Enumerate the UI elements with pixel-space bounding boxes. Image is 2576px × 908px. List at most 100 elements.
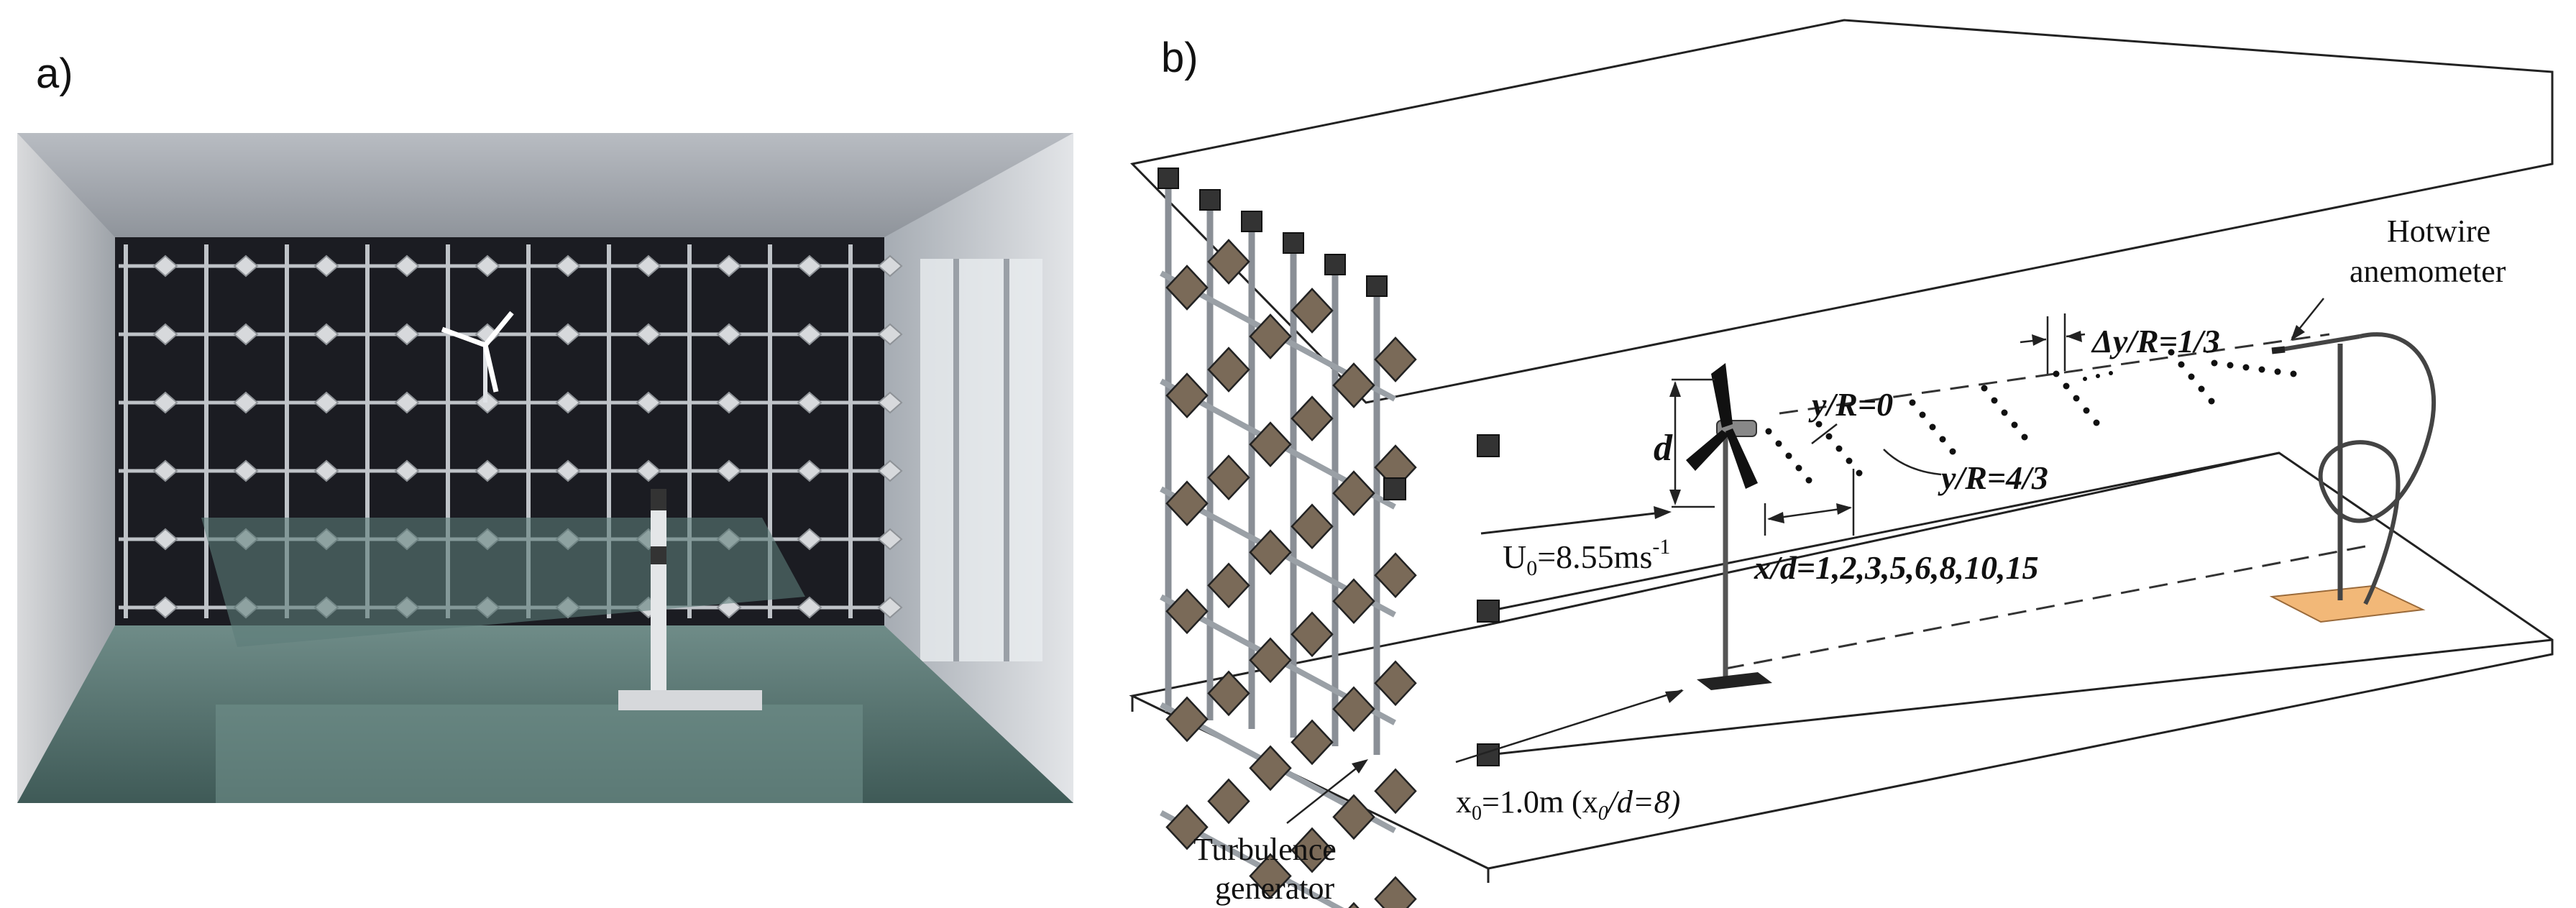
- grid-plate: [1291, 611, 1334, 658]
- measurement-point: [2178, 361, 2185, 368]
- grid-plate: [1249, 637, 1292, 684]
- panel-label-b: b): [1161, 35, 1198, 81]
- ellipsis-dot: [2083, 377, 2087, 381]
- grid-plate: [1291, 288, 1334, 334]
- grid-plate: [1291, 719, 1334, 766]
- measurement-point: [2188, 373, 2195, 380]
- photo-grid-plate: [797, 323, 822, 346]
- grid-plate: [1348, 902, 1360, 908]
- xd-positions-label: x/d=1,2,3,5,6,8,10,15: [1754, 549, 2039, 586]
- photo-grid-plate: [877, 254, 903, 278]
- photo-grid-plate: [877, 528, 903, 551]
- grid-corner-block: [1383, 477, 1406, 500]
- photo-grid-plate: [394, 323, 420, 346]
- grid-rod-cap: [1241, 211, 1262, 232]
- grid-plate: [1332, 470, 1375, 516]
- measurement-point: [2242, 364, 2250, 371]
- photo-grid-plate: [555, 323, 581, 346]
- photo-grid-plate: [877, 596, 903, 619]
- ellipsis-dot: [2109, 371, 2113, 375]
- grid-plate: [1165, 804, 1209, 850]
- photo-grid-plate: [394, 254, 420, 278]
- hotwire-anemometer: [2269, 332, 2437, 623]
- photo-grid-plate: [636, 323, 661, 346]
- photo-grid-plate: [233, 391, 259, 414]
- measurement-point: [2021, 434, 2028, 441]
- measurement-point: [2011, 421, 2018, 428]
- measurement-point: [1949, 448, 1956, 455]
- grid-plate: [1332, 578, 1375, 625]
- photo-grid-plate: [716, 254, 742, 278]
- measurement-point: [1795, 464, 1802, 472]
- photo-grid-plate: [555, 254, 581, 278]
- grid-plate: [1249, 421, 1292, 467]
- measurement-point: [2073, 395, 2080, 402]
- photo-grid-plate: [313, 391, 339, 414]
- photo-grid-plate: [152, 596, 178, 619]
- hotwire-label-line2: anemometer: [2350, 254, 2506, 289]
- measurement-points: [1765, 349, 2297, 484]
- photo-grid-plate: [716, 391, 742, 414]
- grid-plate: [1207, 239, 1250, 285]
- grid-plate: [1249, 529, 1292, 576]
- photo-grid-plate: [716, 323, 742, 346]
- hotwire-label-line1: Hotwire: [2387, 214, 2490, 249]
- grid-plate: [1165, 372, 1209, 418]
- grid-plate: [1165, 480, 1209, 527]
- measurement-point: [2001, 409, 2008, 416]
- grid-plate: [1374, 768, 1417, 815]
- grid-plate: [1332, 362, 1375, 408]
- grid-corner-block: [1477, 434, 1500, 457]
- measurement-point: [1825, 433, 1833, 440]
- measurement-point: [1846, 457, 1853, 464]
- centerline-dashes: [1725, 333, 2366, 670]
- grid-plate: [1207, 778, 1250, 825]
- grid-turbine-distance-label: x0=1.0m (x0/d=8): [1456, 784, 1680, 825]
- diameter-dimension: [1669, 378, 1715, 508]
- grid-corner-block: [1477, 600, 1500, 623]
- photo-grid-plate: [475, 459, 500, 482]
- measurement-point: [1815, 421, 1823, 428]
- measurement-point: [2198, 385, 2205, 393]
- photo-grid-plate: [797, 391, 822, 414]
- grid-plate: [1291, 827, 1334, 873]
- wind-tunnel-photo: [17, 133, 1073, 803]
- photo-grid-plate: [313, 323, 339, 346]
- photo-turbine: [441, 311, 514, 403]
- photo-grid-plate: [313, 254, 339, 278]
- photo-grid-plate: [797, 528, 822, 551]
- grid-plate: [1332, 794, 1375, 840]
- measurement-point: [2063, 382, 2070, 390]
- photo-grid-plate: [797, 596, 822, 619]
- grid-plate: [1249, 853, 1292, 899]
- photo-grid-plate: [233, 323, 259, 346]
- measurement-point: [2053, 370, 2060, 377]
- dy-spacing-marker: [2020, 313, 2086, 374]
- diameter-label: d: [1654, 428, 1673, 469]
- turbulence-generator-grid: [1158, 168, 1500, 908]
- photo-grid-plate: [877, 323, 903, 346]
- photo-grid-plate: [233, 459, 259, 482]
- grid-plate: [1207, 562, 1250, 609]
- photo-grid-plate: [877, 459, 903, 482]
- turbulence-generator-label-line1: Turbulence: [1193, 832, 1337, 867]
- photo-grid-plate: [636, 254, 661, 278]
- grid-plate: [1165, 588, 1209, 635]
- grid-plate: [1207, 670, 1250, 717]
- ellipsis-dot: [2096, 374, 2100, 378]
- measurement-point: [1939, 436, 1946, 443]
- measurement-point: [2227, 362, 2234, 369]
- grid-rod-cap: [1283, 232, 1304, 254]
- photo-grid-plate: [716, 459, 742, 482]
- wind-turbine-model: [1686, 363, 1772, 690]
- grid-plate: [1332, 686, 1375, 733]
- grid-plate: [1291, 395, 1334, 441]
- photo-grid-plate: [636, 391, 661, 414]
- xd-bracket: [1764, 469, 1855, 536]
- measurement-point: [1775, 440, 1782, 447]
- dy-spacing-label: Δy/R=1/3: [2091, 323, 2220, 359]
- photo-grid-plate: [636, 459, 661, 482]
- grid-plate: [1374, 336, 1417, 382]
- grid-rod-cap: [1366, 275, 1388, 297]
- grid-plate: [1249, 745, 1292, 792]
